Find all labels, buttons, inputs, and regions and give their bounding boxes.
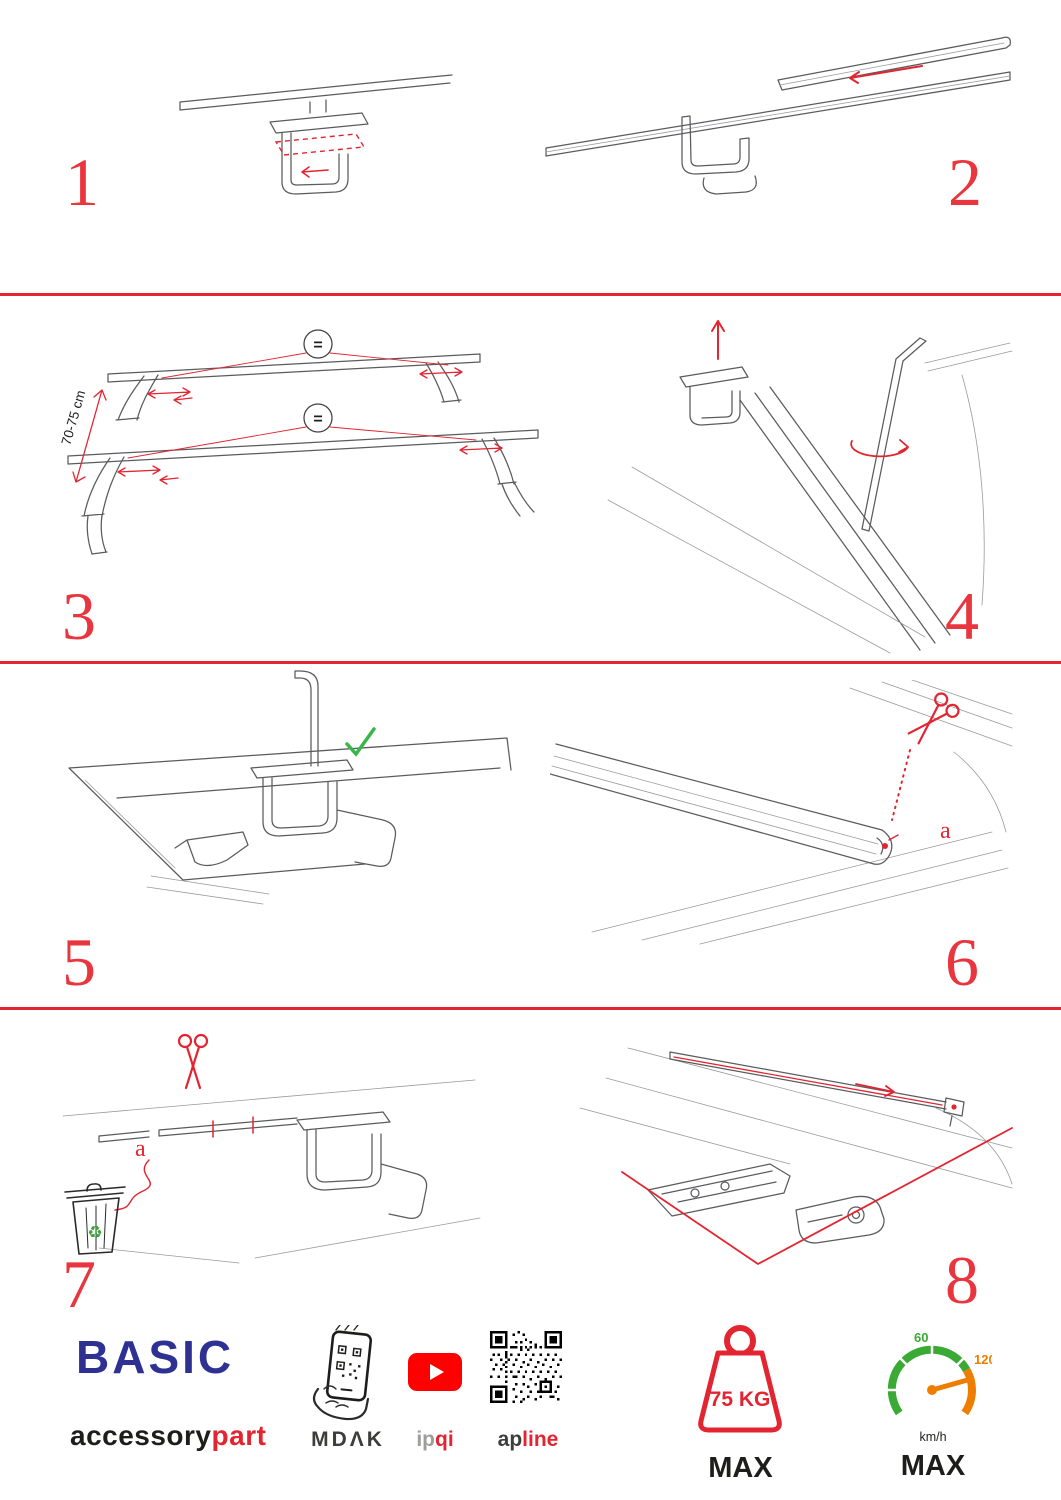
allen-key-drawing — [861, 337, 927, 532]
crossbar-end-drawing — [550, 743, 893, 865]
part-a-label: a — [940, 818, 951, 844]
speed-unit-label: km/h — [919, 1430, 947, 1444]
gauge-120-label: 120 — [974, 1352, 992, 1367]
strip-cut-drawing — [62, 1079, 481, 1264]
brand-logo: BASIC — [76, 1331, 235, 1383]
sub-brand-red: part — [211, 1420, 267, 1451]
qr-code — [490, 1331, 562, 1403]
speedometer-icon: 60 120 — [886, 1330, 992, 1416]
strip-in-channel — [673, 1056, 943, 1106]
bar-distance-label: 70-75 cm — [58, 389, 88, 447]
sub-brand-black: accessory — [70, 1420, 212, 1451]
end-cap-mark — [951, 1104, 957, 1110]
step-number-1: 1 — [65, 144, 99, 220]
strip-end-line — [888, 834, 899, 841]
equal-spacing-label-top: = — [313, 337, 322, 354]
step-number-4: 4 — [945, 578, 979, 654]
step-number-5: 5 — [62, 924, 96, 1000]
ipqi-gray: ip — [416, 1428, 435, 1451]
step-number-3: 3 — [62, 578, 96, 654]
step4-illustration — [607, 320, 1013, 654]
insert-arrow — [301, 166, 329, 178]
apline-black: ap — [497, 1428, 523, 1451]
roof-lines — [579, 1047, 1013, 1189]
weight-max-label: MAX — [708, 1452, 773, 1484]
roof-drawing — [607, 342, 1013, 654]
doorframe-clamp-drawing — [68, 670, 512, 905]
step7-illustration: a ♻ — [62, 1033, 481, 1264]
step-number-2: 2 — [948, 144, 982, 220]
apline-red: line — [522, 1428, 559, 1451]
speed-max-label: MAX — [900, 1450, 966, 1482]
rail-parts-drawing — [647, 1051, 965, 1244]
ipqi-red: qi — [435, 1428, 454, 1451]
step2-illustration — [545, 36, 1011, 195]
max-weight-icon: 75 KG — [698, 1325, 782, 1433]
step-number-6: 6 — [945, 924, 979, 1000]
step-number-7: 7 — [62, 1246, 96, 1322]
step6-illustration: a — [550, 680, 1013, 945]
phone-scan-icon — [312, 1325, 373, 1421]
crossbars-drawing — [67, 329, 539, 555]
trash-bin-icon — [64, 1183, 126, 1255]
step-number-8: 8 — [945, 1242, 979, 1318]
weight-value: 75 KG — [710, 1388, 771, 1411]
slide-arrow — [849, 65, 923, 84]
roof-ribs — [591, 680, 1013, 945]
ipqi-logo: ipqi — [398, 1428, 472, 1452]
equal-spacing-lines — [127, 352, 477, 459]
apline-logo: apline — [482, 1428, 574, 1452]
footer: BASIC accessorypart — [0, 1320, 1061, 1500]
equal-spacing-label-bottom: = — [313, 411, 322, 428]
discard-line — [114, 1159, 151, 1211]
check-icon — [345, 727, 376, 757]
pointer-lines — [621, 1127, 1013, 1265]
rail-drawing — [179, 74, 453, 195]
sub-brand: accessorypart — [70, 1420, 266, 1452]
dimension-arrows — [72, 367, 503, 485]
part-a-label: a — [135, 1136, 146, 1162]
step3-illustration: = = 70-75 cm — [58, 329, 539, 555]
strip-end-mark — [882, 843, 888, 849]
rail-and-clamp-drawing — [545, 36, 1011, 195]
youtube-icon — [408, 1353, 462, 1391]
gauge-60-label: 60 — [914, 1330, 928, 1345]
section-divider — [0, 1007, 1061, 1010]
slide-arrow — [855, 1083, 895, 1097]
section-divider — [0, 293, 1061, 296]
step5-illustration — [68, 670, 512, 905]
cut-marks — [212, 1116, 254, 1138]
scissors-icon — [177, 1033, 209, 1090]
insert-up-arrow — [711, 320, 725, 360]
step1-illustration — [179, 74, 453, 195]
cut-guide-dots — [891, 749, 911, 821]
step8-illustration — [579, 1047, 1013, 1265]
recycle-icon: ♻ — [87, 1223, 102, 1243]
rubber-pad-highlight — [274, 133, 366, 156]
tighten-rotation-arrow — [850, 439, 909, 458]
mdak-logo: MDΛK — [311, 1428, 385, 1451]
section-divider — [0, 661, 1061, 664]
